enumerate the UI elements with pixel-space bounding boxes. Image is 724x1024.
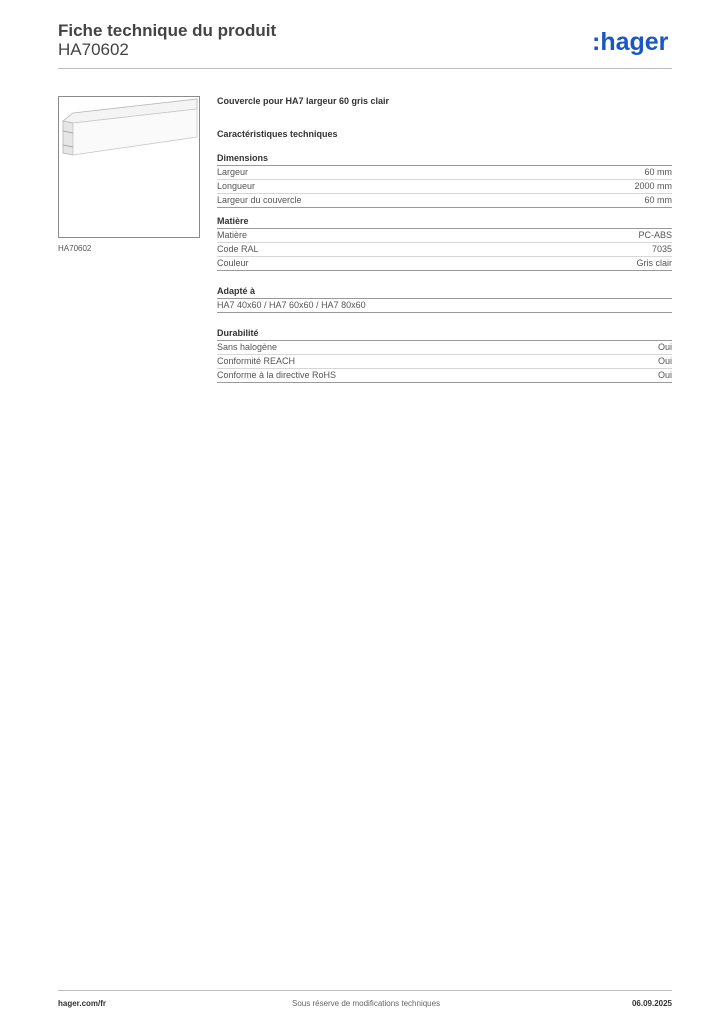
spec-row: Matière PC-ABS bbox=[217, 229, 672, 243]
spec-label: Code RAL bbox=[217, 244, 259, 254]
spec-row: Code RAL 7035 bbox=[217, 243, 672, 257]
header-divider bbox=[58, 68, 672, 69]
page-title: Fiche technique du produit bbox=[58, 21, 277, 40]
product-image bbox=[58, 96, 200, 238]
spec-value: 60 mm bbox=[644, 195, 672, 205]
spec-row: Conformité REACH Oui bbox=[217, 355, 672, 369]
spec-row: Largeur 60 mm bbox=[217, 166, 672, 180]
spec-value: 2000 mm bbox=[634, 181, 672, 191]
section-title: Adapté à bbox=[217, 286, 672, 299]
product-code: HA70602 bbox=[58, 40, 129, 59]
footer-divider bbox=[58, 990, 672, 991]
spec-row: Couleur Gris clair bbox=[217, 257, 672, 271]
footer-website-link[interactable]: hager.com/fr bbox=[58, 999, 107, 1008]
section-title: Dimensions bbox=[217, 153, 672, 166]
spec-value: Oui bbox=[657, 356, 672, 366]
spec-label: Sans halogène bbox=[217, 342, 278, 352]
spec-row: Largeur du couvercle 60 mm bbox=[217, 194, 672, 208]
footer-disclaimer: Sous réserve de modifications techniques bbox=[292, 999, 441, 1008]
spec-row: Sans halogène Oui bbox=[217, 341, 672, 355]
dimensions-section: Dimensions Largeur 60 mm Longueur 2000 m… bbox=[217, 153, 672, 208]
durabilite-section: Durabilité Sans halogène Oui Conformité … bbox=[217, 328, 672, 383]
spec-label: Longueur bbox=[217, 181, 256, 191]
spec-value: 60 mm bbox=[644, 167, 672, 177]
logo-text: :hager bbox=[592, 28, 669, 56]
spec-label: Couleur bbox=[217, 258, 249, 268]
spec-label: Largeur du couvercle bbox=[217, 195, 302, 205]
spec-label: HA7 40x60 / HA7 60x60 / HA7 80x60 bbox=[217, 300, 366, 310]
image-caption: HA70602 bbox=[58, 244, 92, 253]
spec-value: 7035 bbox=[651, 244, 672, 254]
section-title: Matière bbox=[217, 216, 672, 229]
spec-label: Largeur bbox=[217, 167, 249, 177]
spec-row: HA7 40x60 / HA7 60x60 / HA7 80x60 bbox=[217, 299, 672, 313]
product-details: Couvercle pour HA7 largeur 60 gris clair… bbox=[217, 96, 672, 391]
product-name: Couvercle pour HA7 largeur 60 gris clair bbox=[217, 96, 390, 106]
hager-logo: :hager bbox=[592, 28, 674, 58]
footer-date: 06.09.2025 bbox=[631, 999, 672, 1008]
spec-value: Gris clair bbox=[636, 258, 673, 268]
spec-value: Oui bbox=[657, 342, 672, 352]
spec-row: Conforme à la directive RoHS Oui bbox=[217, 369, 672, 383]
spec-label: Conforme à la directive RoHS bbox=[217, 370, 337, 380]
spec-value: Oui bbox=[657, 370, 672, 380]
spec-row: Longueur 2000 mm bbox=[217, 180, 672, 194]
adapte-section: Adapté à HA7 40x60 / HA7 60x60 / HA7 80x… bbox=[217, 286, 672, 313]
spec-label: Conformité REACH bbox=[217, 356, 296, 366]
characteristics-title: Caractéristiques techniques bbox=[217, 129, 338, 139]
spec-label: Matière bbox=[217, 230, 248, 240]
cable-duct-cover-image bbox=[62, 98, 198, 156]
matiere-section: Matière Matière PC-ABS Code RAL 7035 Cou… bbox=[217, 216, 672, 271]
section-title: Durabilité bbox=[217, 328, 672, 341]
spec-value: PC-ABS bbox=[638, 230, 672, 240]
